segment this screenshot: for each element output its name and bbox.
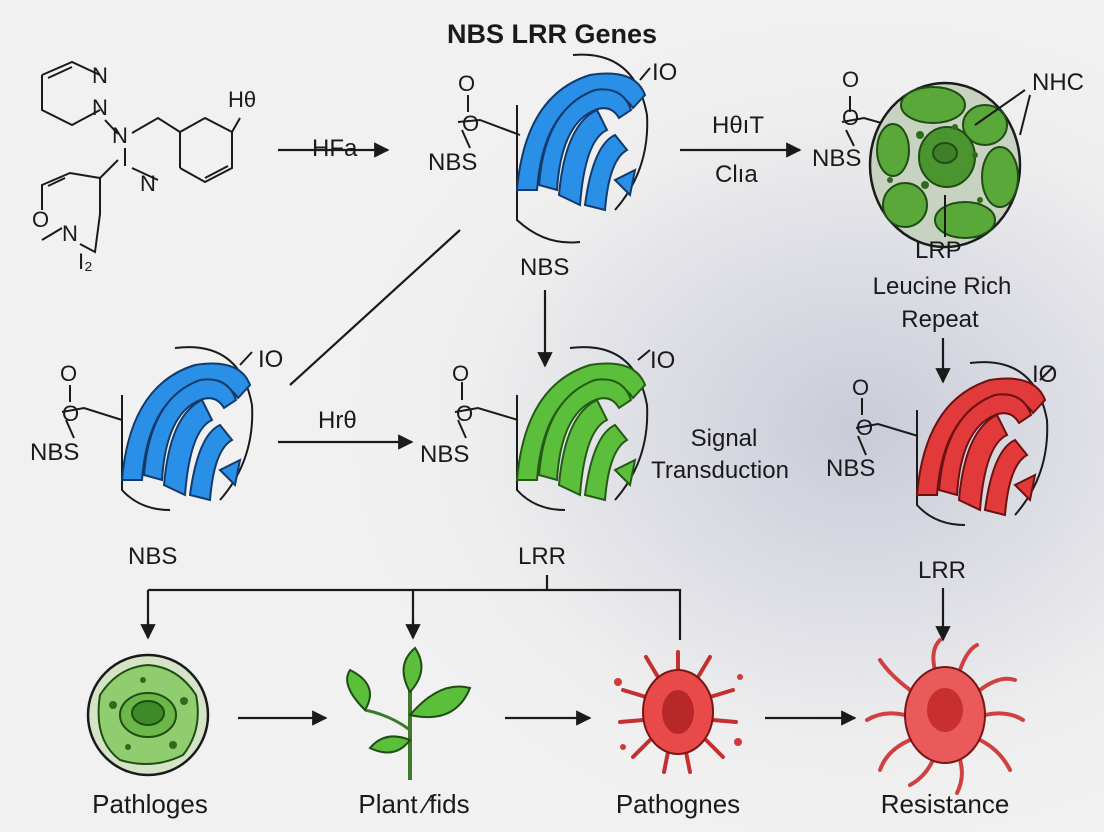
pathogen-resistance xyxy=(865,638,1025,795)
cell-top-lrp: LRP xyxy=(915,237,962,264)
protein-mid-right-io: IO xyxy=(1032,361,1058,388)
chem-label-n-a: N xyxy=(92,63,108,88)
cell-top-nbs: NBS xyxy=(812,145,862,172)
cell-top-o-side: O xyxy=(842,105,860,130)
protein-top-center-nbs-left: NBS xyxy=(428,149,478,176)
protein-mid-center-nbs-left: NBS xyxy=(420,441,470,468)
cell-top-o-top: O xyxy=(842,67,860,92)
protein-top-center-nbs-bottom: NBS xyxy=(520,254,570,281)
protein-mid-center xyxy=(515,346,649,511)
protein-top-center xyxy=(515,53,649,244)
protein-mid-right-o-top: O xyxy=(852,375,870,400)
chem-label-h3: Hθ xyxy=(228,87,257,112)
chem-label-o-a: O xyxy=(32,207,50,232)
chem-label-n-c: N xyxy=(112,123,128,148)
protein-mid-right xyxy=(915,361,1049,526)
cell-top-leucine-1: Leucine Rich xyxy=(872,273,1012,300)
plant-cell-top xyxy=(868,81,1031,249)
bottom-label-resistance: Resistance xyxy=(880,789,1010,819)
bracket xyxy=(146,575,682,640)
cell-top-leucine-2: Repeat xyxy=(901,306,979,333)
protein-top-center-o-side: O xyxy=(462,111,480,136)
arrow-diagonal xyxy=(289,229,461,386)
bottom-label-pathognes: Pathognes xyxy=(615,789,741,819)
protein-mid-left-nbs-bottom: NBS xyxy=(128,543,178,570)
arrow-label-hr0: Hrθ xyxy=(318,407,357,434)
side-chains xyxy=(61,67,1053,456)
pathogen-center xyxy=(614,650,743,774)
protein-mid-left xyxy=(120,346,254,511)
arrow-label-hfa: HFa xyxy=(312,135,358,162)
plant-sprout xyxy=(346,646,472,780)
signal-line-2: Transduction xyxy=(651,457,789,484)
protein-mid-right-lrr: LRR xyxy=(918,557,967,584)
protein-mid-center-lrr: LRR xyxy=(518,543,567,570)
bottom-label-plant: Plant ⁄fids xyxy=(358,789,470,819)
cell-top-nhc: NHC xyxy=(1032,69,1084,96)
protein-mid-left-io: IO xyxy=(258,346,284,373)
protein-mid-left-o-side: O xyxy=(62,401,80,426)
arrows xyxy=(140,142,951,726)
chem-label-n-d: N xyxy=(140,171,156,196)
protein-mid-center-o-side: O xyxy=(456,401,474,426)
protein-mid-right-o-side: O xyxy=(856,415,874,440)
protein-top-center-io: IO xyxy=(652,59,678,86)
protein-mid-left-o-top: O xyxy=(60,361,78,386)
protein-mid-right-nbs-left: NBS xyxy=(826,455,876,482)
arrow-label-cl1a: Clıa xyxy=(715,161,758,188)
protein-mid-left-nbs-left: NBS xyxy=(30,439,80,466)
diagram-title: NBS LRR Genes xyxy=(446,19,658,49)
protein-top-center-o-top: O xyxy=(458,71,476,96)
bottom-label-pathloges: Pathloges xyxy=(92,789,208,819)
signal-line-1: Signal xyxy=(690,425,758,452)
protein-mid-center-o-top: O xyxy=(452,361,470,386)
chem-label-n-sub: I₂ xyxy=(78,249,93,274)
plant-cell-bottom xyxy=(86,653,210,777)
chemical-structure xyxy=(41,60,241,254)
chem-label-n-b: N xyxy=(92,95,108,120)
protein-mid-center-io: IO xyxy=(650,347,676,374)
arrow-label-h8t: HθıT xyxy=(712,112,765,139)
chem-label-n-e: N xyxy=(62,221,78,246)
